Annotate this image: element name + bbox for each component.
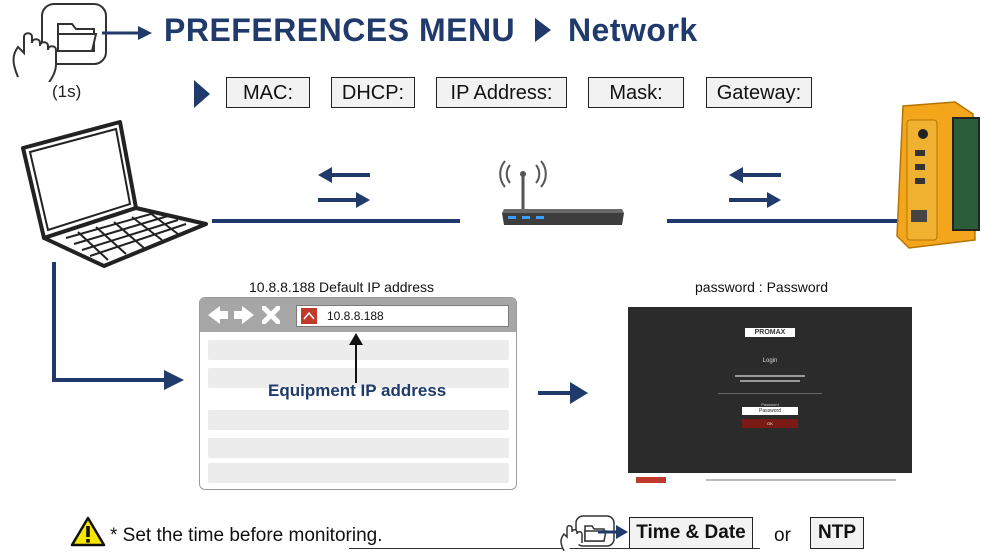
address-bar[interactable]: 10.8.8.188 xyxy=(296,305,509,327)
arrow-right-icon xyxy=(102,26,152,40)
brand-logo: PROMAX xyxy=(745,328,795,337)
footer-underline xyxy=(349,548,760,549)
or-text: or xyxy=(774,525,791,546)
ntp-label: NTP xyxy=(818,522,856,543)
laptop-icon xyxy=(18,120,208,270)
footer-logo xyxy=(636,477,666,483)
brand-name: PROMAX xyxy=(754,329,786,336)
field-mac: MAC: xyxy=(226,77,310,108)
equipment-ip-annotation: Equipment IP address xyxy=(268,381,447,400)
triangle-right-icon xyxy=(534,18,551,42)
field-gateway: Gateway: xyxy=(706,77,812,108)
menu-hand-icon xyxy=(558,515,624,552)
footer-info xyxy=(706,479,896,481)
page-title: PREFERENCES MENU Network xyxy=(164,12,698,49)
close-icon[interactable] xyxy=(262,306,280,324)
login-screen: PROMAX Login Password Password OK xyxy=(628,307,912,487)
router-icon xyxy=(498,155,628,231)
title-sub: Network xyxy=(567,12,698,48)
login-divider xyxy=(718,393,822,394)
exchange-arrows-icon xyxy=(318,167,370,208)
login-info-line xyxy=(735,375,805,377)
page-row xyxy=(208,340,509,360)
exchange-arrows-icon xyxy=(729,167,781,208)
field-ip-address: IP Address: xyxy=(436,77,567,108)
site-favicon-icon xyxy=(301,308,317,324)
address-url: 10.8.8.188 xyxy=(327,309,384,323)
title-main: PREFERENCES MENU xyxy=(164,12,516,48)
browser-caption: 10.8.8.188 Default IP address xyxy=(249,279,434,295)
browser-toolbar: 10.8.8.188 xyxy=(200,298,516,332)
login-button[interactable]: OK xyxy=(742,419,798,428)
password-label: Password xyxy=(761,402,779,407)
login-info-line xyxy=(740,380,800,382)
page-row xyxy=(208,438,509,458)
warning-text: * Set the time before monitoring. xyxy=(110,525,383,546)
page-row xyxy=(208,410,509,430)
login-heading: Login xyxy=(762,358,778,364)
browser-window: 10.8.8.188 xyxy=(199,297,517,490)
back-icon[interactable] xyxy=(208,306,228,324)
pointer-arrow-icon xyxy=(349,333,363,383)
arrow-right-icon xyxy=(598,525,628,539)
warning-icon xyxy=(70,516,106,547)
time-date-label: Time & Date xyxy=(636,522,746,543)
analyzer-device-icon xyxy=(895,100,982,250)
field-mask: Mask: xyxy=(588,77,684,108)
triangle-right-icon xyxy=(194,80,210,108)
ntp-button[interactable]: NTP xyxy=(810,517,864,549)
time-date-button[interactable]: Time & Date xyxy=(629,517,753,549)
field-dhcp: DHCP: xyxy=(331,77,415,108)
hold-time-label: (1s) xyxy=(52,82,82,101)
menu-hand-icon xyxy=(8,2,108,85)
forward-icon[interactable] xyxy=(234,306,254,324)
page-row xyxy=(208,463,509,483)
login-footer xyxy=(628,473,912,487)
login-caption: password : Password xyxy=(695,279,829,295)
password-field[interactable]: Password xyxy=(742,407,798,415)
page-row xyxy=(208,368,509,388)
